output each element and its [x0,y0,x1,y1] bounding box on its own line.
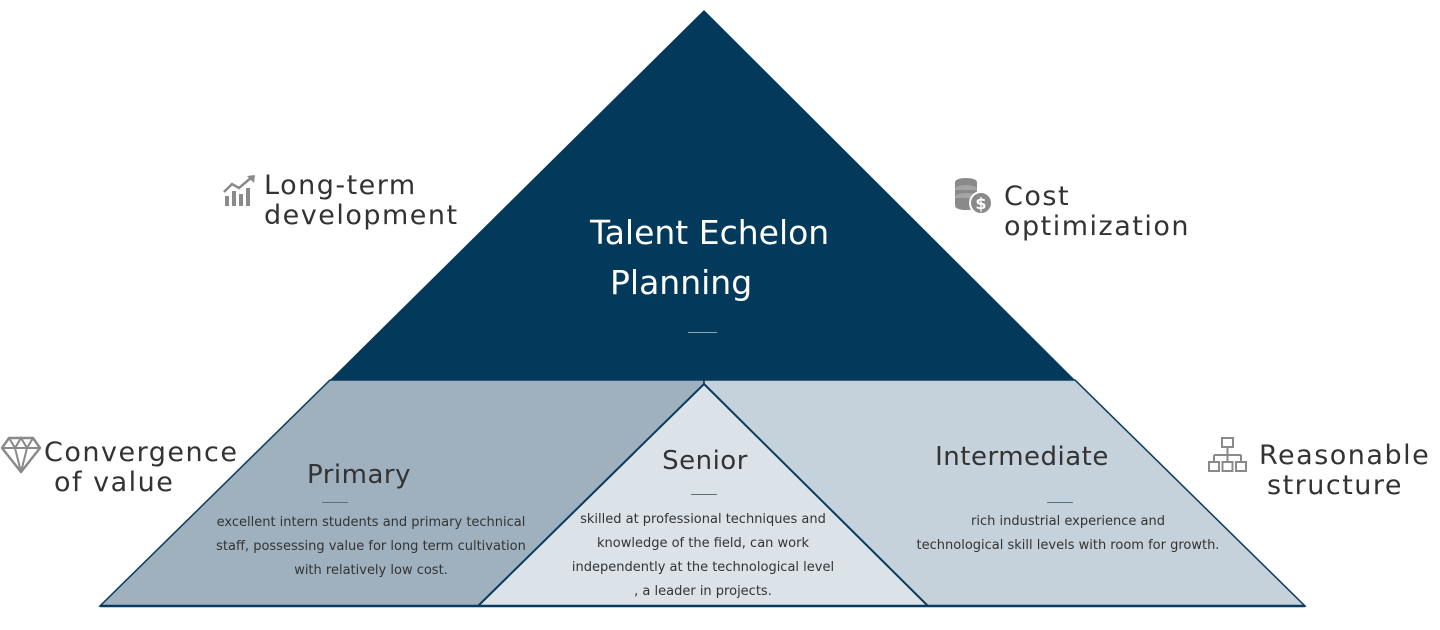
coins-dollar-icon: $ [955,178,993,215]
diamond-icon [0,436,42,474]
tier-desc-intermediate: rich industrial experience and technolog… [895,510,1241,558]
desc-line: with relatively low cost. [294,563,448,578]
label-line: of value [54,467,175,498]
org-structure-icon [1208,437,1247,472]
apex-title-line1: Talent Echelon [590,213,830,252]
desc-line: rich industrial experience and [971,514,1165,529]
intermediate-divider [1047,502,1073,503]
desc-line: excellent intern students and primary te… [216,515,526,530]
label-line: Long-term [264,170,417,201]
apex-divider [688,332,717,333]
label-line: Cost [1004,181,1071,212]
tier-title-intermediate: Intermediate [935,442,1109,472]
label-line: optimization [1004,211,1190,242]
apex-triangle [330,10,1075,380]
label-reasonable-structure: Reasonable structure [1259,441,1430,501]
desc-line: , a leader in projects. [634,584,772,599]
primary-divider [322,502,348,503]
svg-text:$: $ [975,194,986,213]
label-line: structure [1267,470,1404,501]
tier-desc-primary: excellent intern students and primary te… [196,511,546,583]
label-long-term-development: Long-term development [264,171,459,231]
label-line: development [264,200,459,231]
desc-line: staff, possessing value for long term cu… [216,539,526,554]
label-cost-optimization: Cost optimization [1004,182,1190,242]
tier-title-primary: Primary [307,460,411,490]
desc-line: skilled at professional techniques and [580,512,826,527]
apex-title-line2: Planning [610,263,753,302]
desc-line: knowledge of the field, can work [597,536,809,551]
label-line: Reasonable [1259,440,1431,471]
label-convergence-of-value: Convergence of value [44,438,239,498]
tier-title-senior: Senior [662,446,748,476]
label-line: Convergence [44,437,239,468]
senior-divider [691,494,717,495]
chart-growth-icon [223,175,255,206]
desc-line: technological skill levels with room for… [916,538,1220,553]
tier-desc-senior: skilled at professional techniques and k… [549,508,857,604]
desc-line: independently at the technological level [571,560,835,575]
